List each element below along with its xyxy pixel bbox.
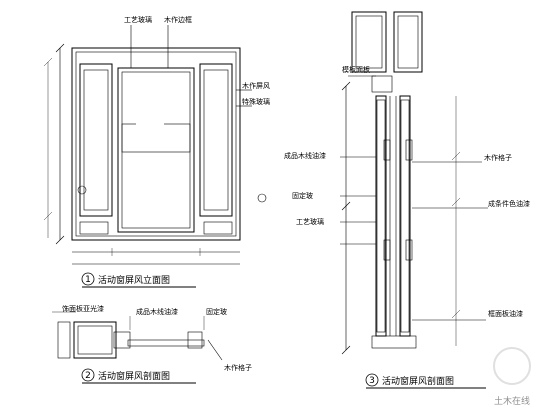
callout-wood-line-paint: 成品木线油漆 — [284, 151, 326, 160]
vertical-section-title-marker — [365, 373, 379, 387]
plan-section-title: 2 活动窗屏风剖面图 — [81, 368, 196, 384]
callout-fixed-glass-2: 固定玻 — [292, 191, 313, 200]
callout-frame-paint: 成条件色油漆 — [488, 199, 530, 208]
callout-wood-trim: 木作边框 — [164, 15, 192, 24]
callout-surface: 饰面板亚光漆 — [62, 304, 104, 313]
callout-wood-frame: 木作格子 — [484, 153, 512, 162]
callout-fixed-screen: 模板面板 — [342, 65, 370, 74]
vertical-section-drawing — [340, 11, 488, 355]
vertical-section-title-text: 活动窗屏风剖面图 — [382, 375, 454, 387]
vertical-section-title-number: 3 — [369, 376, 375, 386]
callout-fixed-glass: 固定玻 — [206, 307, 227, 316]
watermark: 土木在线 — [493, 347, 531, 407]
elevation-title-number: 1 — [85, 275, 91, 285]
elevation-title-marker — [81, 272, 95, 286]
plan-section-title-marker — [81, 368, 95, 382]
callout-craft-glass-2: 工艺玻璃 — [296, 217, 324, 226]
callout-wood-screen: 木作屏风 — [242, 81, 270, 90]
callout-craft-glass: 工艺玻璃 — [124, 15, 152, 24]
vertical-section-title: 3 活动窗屏风剖面图 — [365, 373, 486, 389]
callout-ceiling-paint: 框面板油漆 — [488, 309, 523, 318]
plan-section-drawing — [52, 311, 223, 361]
elevation-drawing — [43, 25, 267, 265]
plan-section-title-text: 活动窗屏风剖面图 — [98, 370, 170, 382]
callout-wood-line: 成品木线油漆 — [136, 307, 178, 316]
elevation-title: 1 活动窗屏风立面图 — [81, 272, 196, 288]
callout-special-glass: 特殊玻璃 — [242, 97, 270, 106]
callout-wood-strip: 木作格子 — [224, 363, 252, 372]
watermark-text: 土木在线 — [494, 395, 530, 407]
plan-section-title-number: 2 — [85, 371, 91, 381]
elevation-title-text: 活动窗屏风立面图 — [98, 274, 170, 286]
